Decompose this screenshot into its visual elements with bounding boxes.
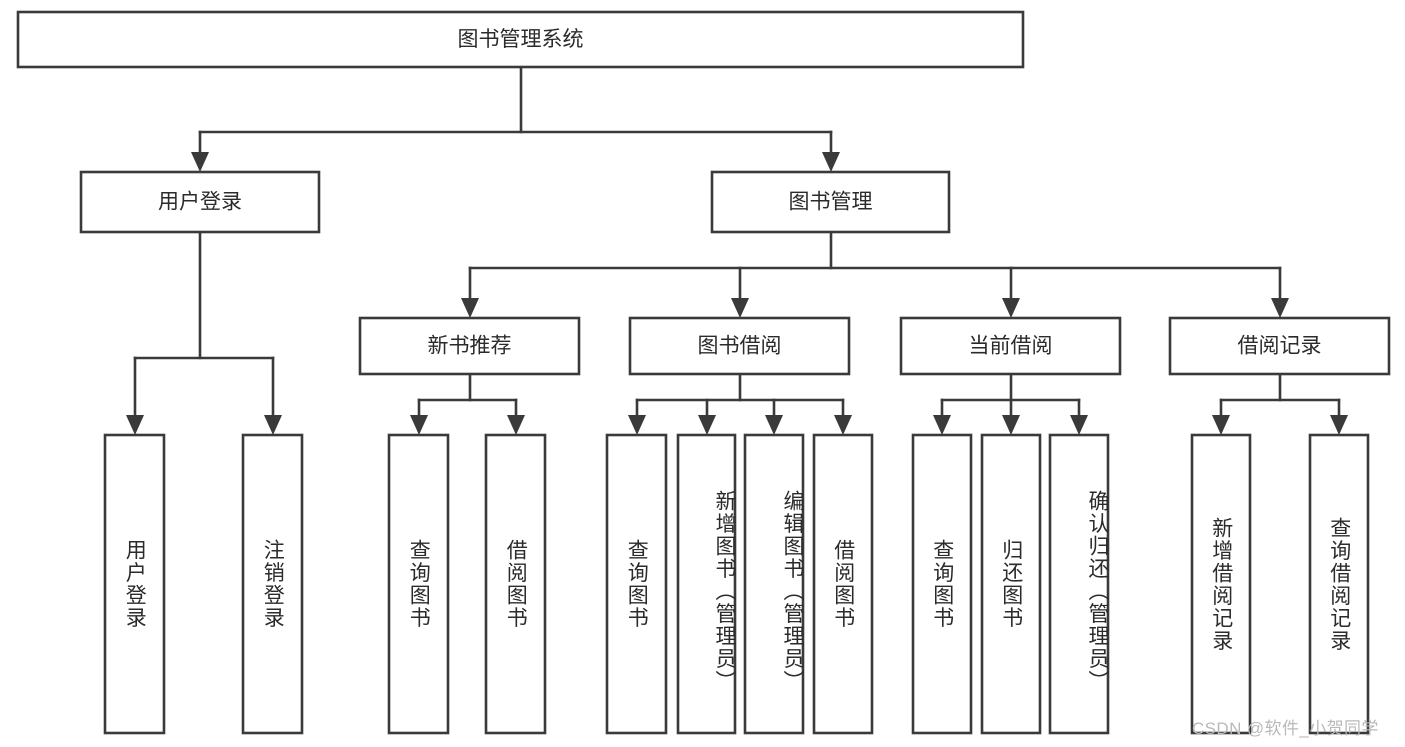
arrowhead-leaf-user-login [126, 415, 144, 435]
arrowhead-leaf-query-book-2 [628, 415, 646, 435]
node-root[interactable] [16, 10, 1025, 69]
node-label-current-borrow: 当前借阅 [969, 335, 1053, 358]
node-leaf-user-login[interactable] [103, 433, 166, 735]
arrowhead-current-borrow [1002, 298, 1020, 318]
node-leaf-query-book-1[interactable] [387, 433, 450, 735]
arrowhead-leaf-borrow-book-1 [507, 415, 525, 435]
arrowhead-leaf-query-book-1 [410, 415, 428, 435]
node-leaf-query-record[interactable] [1308, 433, 1370, 735]
node-leaf-user-logout[interactable] [241, 433, 304, 735]
arrowhead-leaf-add-record [1212, 415, 1230, 435]
node-leaf-confirm-return[interactable] [1048, 433, 1110, 735]
csdn-watermark: CSDN @软件_小贺同学 [1192, 719, 1379, 738]
node-label-new-book-recommend: 新书推荐 [428, 335, 512, 358]
node-leaf-borrow-book-2[interactable] [812, 433, 874, 735]
node-new-book-recommend[interactable] [358, 316, 581, 376]
node-label-root: 图书管理系统 [458, 28, 584, 51]
node-leaf-borrow-book-1[interactable] [484, 433, 547, 735]
node-label-book-manage: 图书管理 [789, 191, 873, 214]
node-current-borrow[interactable] [899, 316, 1122, 376]
arrowhead-leaf-user-logout [264, 415, 282, 435]
node-label-book-borrow: 图书借阅 [698, 335, 782, 358]
arrowhead-leaf-confirm-return [1070, 415, 1088, 435]
node-label-user-login: 用户登录 [158, 191, 242, 214]
node-book-borrow[interactable] [628, 316, 851, 376]
arrowhead-leaf-return-book [1002, 415, 1020, 435]
arrowhead-book-manage [822, 152, 840, 172]
node-leaf-add-record[interactable] [1190, 433, 1252, 735]
arrowhead-leaf-query-book-3 [933, 415, 951, 435]
arrowhead-leaf-edit-book [765, 415, 783, 435]
node-leaf-edit-book[interactable] [743, 433, 805, 735]
arrowhead-leaf-query-record [1330, 415, 1348, 435]
arrowhead-user-login [191, 152, 209, 172]
arrowhead-leaf-borrow-book-2 [834, 415, 852, 435]
node-label-borrow-record: 借阅记录 [1238, 335, 1322, 358]
node-user-login[interactable] [79, 170, 321, 234]
node-borrow-record[interactable] [1168, 316, 1391, 376]
connectors-layer [126, 65, 1348, 435]
arrowhead-book-borrow [731, 298, 749, 318]
node-leaf-query-book-3[interactable] [911, 433, 973, 735]
node-leaf-query-book-2[interactable] [605, 433, 668, 735]
arrowhead-new-book-recommend [461, 298, 479, 318]
boxes-layer [16, 10, 1391, 735]
node-book-manage[interactable] [710, 170, 951, 234]
arrowhead-borrow-record [1271, 298, 1289, 318]
node-leaf-add-book[interactable] [676, 433, 737, 735]
node-leaf-return-book[interactable] [980, 433, 1042, 735]
arrowhead-leaf-add-book [698, 415, 716, 435]
